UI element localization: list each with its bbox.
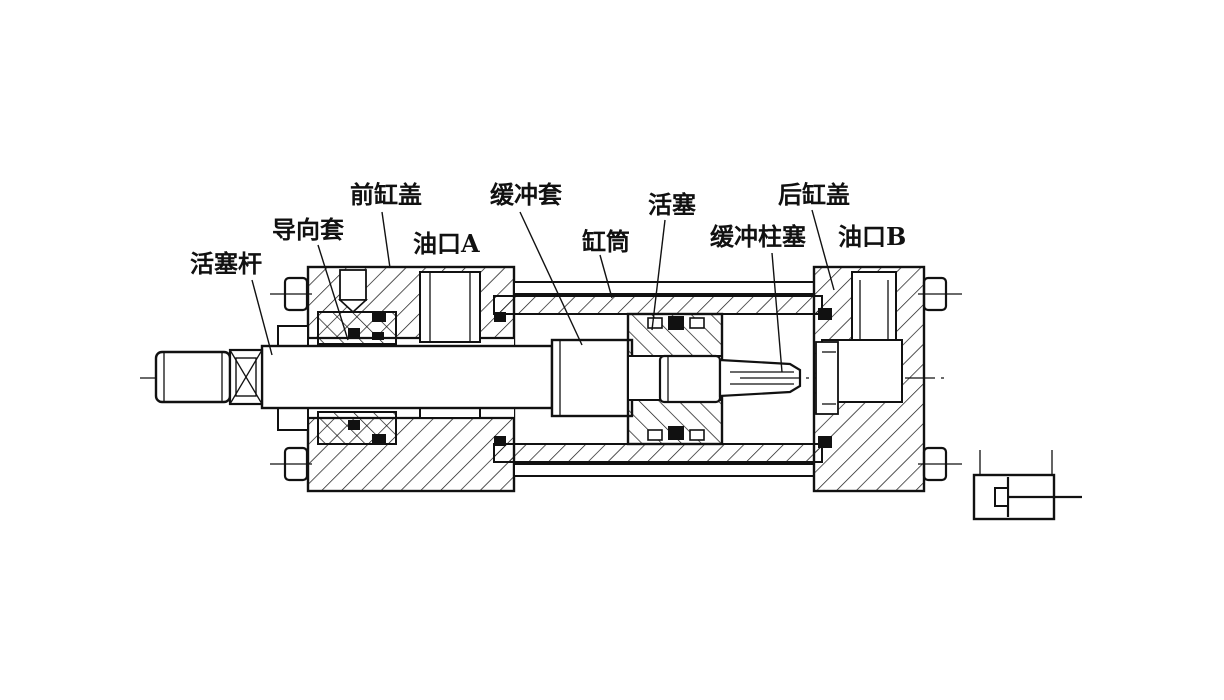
leader-rear-cover <box>811 209 835 291</box>
piston-nut <box>658 354 722 404</box>
label-port-b: 油口B <box>838 222 906 251</box>
label-front-cover: 前缸盖 <box>350 180 422 209</box>
label-guide-sleeve: 导向套 <box>272 215 345 244</box>
piston-rod <box>154 344 554 410</box>
label-rear-cover: 后缸盖 <box>778 180 850 209</box>
rear-cover <box>812 265 926 493</box>
cushion-sleeve <box>550 338 634 418</box>
label-port-a: 油口A <box>413 229 480 258</box>
leader-cushion-sleeve <box>519 211 583 346</box>
leader-piston-rod <box>251 279 273 356</box>
label-piston-rod: 活塞杆 <box>190 249 262 278</box>
label-cushion-plunger: 缓冲柱塞 <box>710 222 806 251</box>
hydraulic-cylinder-symbol <box>972 450 1082 521</box>
leader-piston <box>651 219 666 331</box>
leader-front-cover <box>381 211 391 269</box>
label-cylinder-barrel: 缸筒 <box>582 227 630 256</box>
cushion-plunger <box>718 358 802 398</box>
leader-cylinder-barrel <box>599 254 613 299</box>
leader-cushion-plunger <box>771 252 783 373</box>
label-piston: 活塞 <box>648 190 696 219</box>
label-cushion-sleeve: 缓冲套 <box>490 180 563 209</box>
leader-guide-sleeve <box>317 244 349 341</box>
